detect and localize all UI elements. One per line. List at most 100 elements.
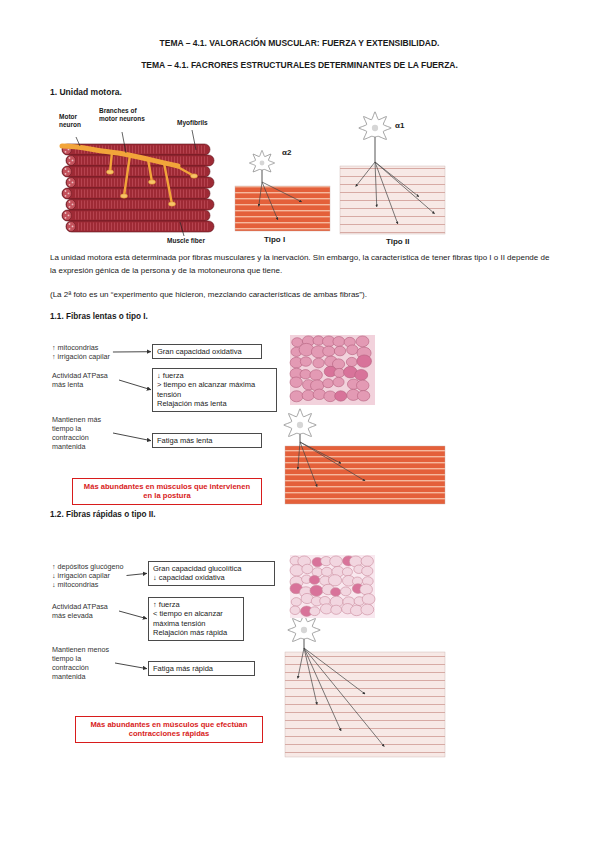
muscle-cell	[341, 587, 351, 596]
node-text: < tiempo en alcanzar máxima tensión	[153, 609, 239, 628]
muscle-cell	[360, 584, 373, 595]
node-text: ↓ mitocondrias	[52, 580, 124, 589]
muscle-cell	[333, 377, 344, 386]
fiber-type: Tipo II	[386, 237, 409, 247]
node-text: Gran capacidad glucolítica	[153, 564, 270, 573]
myofibril	[69, 206, 71, 208]
muscle-cell	[323, 346, 335, 356]
node-text: Mantienen más tiempo la contracción mant…	[52, 415, 110, 451]
page-title: TEMA – 4.1. VALORACIÓN MUSCULAR: FUERZA …	[0, 38, 599, 49]
node-text: Mantienen menos tiempo la contracción ma…	[52, 645, 112, 681]
effect-box: Fatiga más rápida	[148, 661, 255, 676]
highlight-box: Más abundantes en músculos que efectúan …	[75, 716, 263, 743]
muscle-fiber	[62, 188, 210, 199]
fiber-type: Tipo I	[264, 235, 285, 245]
node-text: Actividad ATPasa más elevada	[52, 602, 116, 620]
neuron-type: α1	[395, 121, 404, 131]
myofibril	[72, 226, 74, 228]
myofibril	[72, 204, 74, 206]
muscle-cell	[357, 355, 372, 367]
myofibril	[65, 212, 67, 214]
part-name: Muscle fiber	[166, 237, 206, 245]
fiber-end	[67, 200, 76, 210]
node-text: Gran capacidad oxidativa	[157, 347, 257, 356]
muscle-cell	[310, 585, 323, 596]
striation	[78, 201, 210, 209]
node-text: ↑ fuerza	[153, 600, 239, 609]
arrow-connector	[113, 351, 151, 352]
myofibril	[68, 193, 70, 195]
node-text: Fatiga más lenta	[157, 436, 257, 445]
arrow-connector	[113, 433, 151, 441]
muscle-illustration	[62, 144, 214, 232]
node-text: ↑ mitocondrias	[52, 343, 110, 352]
muscle-cell	[346, 357, 357, 366]
muscle-cell	[300, 370, 311, 379]
node-text: ↓ irrigación capilar	[52, 571, 124, 580]
muscle-cell	[334, 346, 345, 356]
arrow-connector	[119, 611, 147, 619]
node-text: Actividad ATPasa más lenta	[52, 371, 116, 389]
muscle-cell	[290, 391, 303, 402]
fiber-end	[63, 167, 72, 177]
fiber-micrograph	[290, 555, 375, 618]
muscle-cell	[357, 380, 370, 391]
myofibril	[69, 201, 71, 203]
effect-box: Gran capacidad oxidativa	[152, 344, 262, 359]
muscle-cell	[331, 605, 342, 614]
neuron-body	[284, 409, 316, 437]
motor-unit-figure	[284, 409, 445, 504]
node-text: > tiempo en alcanzar máxima tensión	[157, 380, 272, 399]
muscle-cell	[290, 565, 304, 577]
effect-box: Fatiga más lenta	[152, 433, 262, 448]
motor-nerve	[62, 146, 198, 206]
motor-unit-figure	[235, 150, 330, 231]
fiber-strip	[285, 446, 445, 504]
myofibril	[69, 184, 71, 186]
myofibril	[72, 160, 74, 162]
fiber-end	[67, 178, 76, 188]
muscle-cell	[356, 336, 369, 347]
myofibril	[65, 151, 67, 153]
muscle-cell	[328, 575, 341, 586]
muscle-cell	[309, 575, 319, 584]
neuron-body	[359, 112, 391, 140]
myofibril	[65, 190, 67, 192]
muscle-cell	[310, 370, 323, 381]
fiber-strip	[235, 186, 330, 231]
motor-unit-figure	[285, 614, 445, 757]
myofibril	[65, 168, 67, 170]
effect-box: ↑ fuerza< tiempo en alcanzar máxima tens…	[148, 597, 244, 641]
effect-box: Gran capacidad glucolítica↓ capacidad ox…	[148, 561, 275, 586]
myofibril	[65, 173, 67, 175]
arrow-connector	[115, 663, 147, 669]
striation	[78, 223, 210, 231]
node-text: Más abundantes en músculos que intervien…	[79, 482, 255, 501]
highlight-box: Más abundantes en músculos que intervien…	[72, 478, 262, 505]
myofibril	[72, 182, 74, 184]
effect-box: ↓ fuerza> tiempo en alcanzar máxima tens…	[152, 368, 277, 412]
node-text: Relajación más rápida	[153, 628, 239, 637]
arrow-connector	[127, 573, 147, 575]
myofibril	[68, 215, 70, 217]
muscle-cell	[355, 369, 368, 380]
section-heading: 1. Unidad motora.	[50, 87, 122, 98]
property-text: Mantienen más tiempo la contracción mant…	[52, 415, 110, 451]
part-name: Branches of motor neurons	[98, 107, 156, 124]
fiber-end	[67, 222, 76, 232]
myofibril	[69, 228, 71, 230]
striation	[74, 190, 206, 198]
muscle-cell	[330, 556, 343, 567]
myofibril	[68, 171, 70, 173]
muscle-fiber	[66, 221, 214, 232]
node-text: Más abundantes en músculos que efectúan …	[82, 720, 256, 739]
fiber-end	[63, 189, 72, 199]
muscle-cell	[333, 336, 345, 346]
muscle-fiber	[66, 199, 214, 210]
subsection-heading: 1.1. Fibras lentas o tipo I.	[50, 312, 148, 323]
myofibril	[69, 223, 71, 225]
muscle-cell	[322, 567, 333, 576]
muscle-cell	[342, 568, 352, 577]
section-heading: TEMA – 4.1. FACRORES ESTRUCTURALES DETER…	[0, 60, 599, 71]
node-text: Relajación más lenta	[157, 399, 272, 408]
